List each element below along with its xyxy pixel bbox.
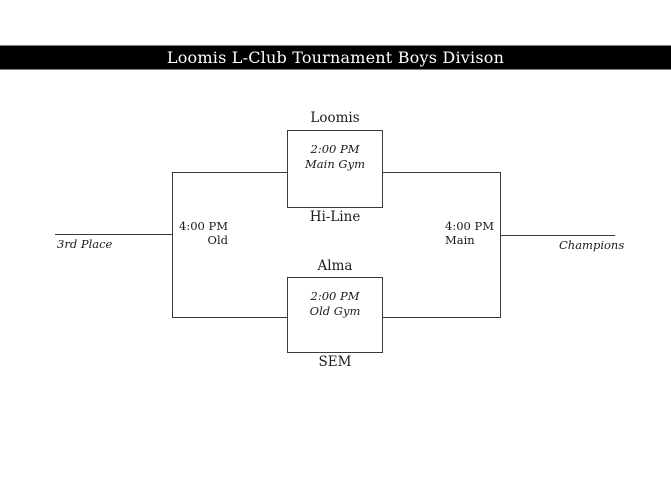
- consolation-game-info: 4:00 PM Old: [148, 219, 228, 247]
- semifinal-top-venue: Main Gym: [305, 156, 365, 171]
- semifinal-bottom-left-line: [172, 317, 288, 318]
- third-place-label: 3rd Place: [57, 237, 113, 251]
- tournament-title-bar: Loomis L-Club Tournament Boys Divison: [0, 45, 671, 70]
- champions-line: [500, 235, 615, 236]
- semifinal-top-left-line: [172, 172, 288, 173]
- final-game-info: 4:00 PM Main: [445, 219, 494, 247]
- semifinal-bottom-gamebox: [287, 277, 383, 353]
- semifinal-top-time: 2:00 PM: [310, 142, 360, 156]
- semifinal-bottom-venue: Old Gym: [309, 303, 361, 318]
- team-name-loomis: Loomis: [310, 110, 360, 126]
- final-venue: Main: [445, 233, 475, 247]
- tournament-title: Loomis L-Club Tournament Boys Divison: [166, 48, 505, 67]
- consolation-vertical-line: [172, 172, 173, 318]
- consolation-venue: Old: [207, 233, 228, 247]
- final-time: 4:00 PM: [445, 219, 494, 233]
- team-name-hiline: Hi-Line: [309, 209, 361, 225]
- final-vertical-line: [500, 172, 501, 318]
- semifinal-bottom-right-line: [382, 317, 500, 318]
- team-name-sem: SEM: [318, 354, 352, 370]
- champions-label: Champions: [559, 238, 625, 252]
- semifinal-bottom-time: 2:00 PM: [310, 289, 360, 303]
- semifinal-top-right-line: [382, 172, 500, 173]
- semifinal-top-gamebox: [287, 130, 383, 208]
- team-name-alma: Alma: [317, 258, 353, 274]
- third-place-line: [55, 234, 173, 235]
- consolation-time: 4:00 PM: [179, 219, 228, 233]
